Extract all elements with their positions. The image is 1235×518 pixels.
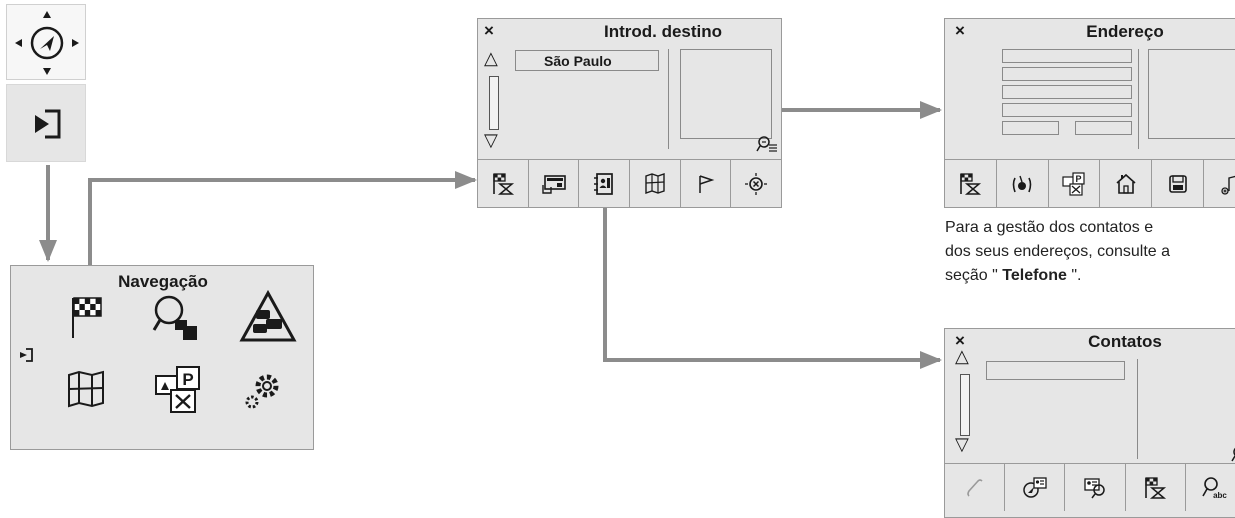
contact-navigate-icon [1023,476,1047,498]
search-abc-icon: abc [1202,476,1228,500]
screen-title: Introd. destino [603,22,723,41]
note-line: Para a gestão dos contatos e [945,219,1154,236]
scroll-down-icon[interactable]: ▽ [484,130,498,150]
note-bold-text: Telefone [1002,267,1067,284]
joystick-control[interactable] [6,4,86,80]
enter-button[interactable] [6,84,86,162]
address-field[interactable] [1002,121,1059,135]
svg-text:abc: abc [1214,491,1228,500]
poi-categories-icon: P [1062,171,1085,196]
arrow-nav-to-destination [88,171,477,300]
destination-toolbar [478,159,781,207]
contact-search-icon [1084,477,1105,498]
home-icon [1116,173,1136,194]
toolbar-button[interactable] [681,160,732,207]
poi-categories-icon[interactable]: P [153,364,205,416]
close-button[interactable]: × [955,21,965,40]
traffic-warning-icon[interactable] [239,290,297,344]
scroll-up-icon[interactable]: △ [484,48,498,68]
contact-search-field[interactable] [986,361,1125,380]
address-field[interactable] [1075,121,1132,135]
note-text: seção " [945,267,1003,284]
contacts-note: Para a gestão dos contatos e dos seus en… [945,216,1235,288]
toolbar-button[interactable] [1204,160,1235,207]
divider [1138,49,1139,149]
toolbar-button[interactable] [1005,464,1066,511]
note-line: seção " Telefone ". [945,264,1235,288]
note-text: ". [1066,267,1082,284]
address-card-icon [541,174,566,194]
save-disk-icon [1168,174,1187,193]
scroll-down-icon[interactable]: ▽ [955,434,969,454]
note-line: dos seus endereços, consulte a [945,243,1171,260]
toolbar-button[interactable] [945,160,997,207]
toolbar-button[interactable] [1100,160,1153,207]
toolbar-button[interactable] [997,160,1049,207]
scrollbar[interactable] [489,76,499,130]
contacts-screen: × Contatos △ ▽ abc [944,328,1235,518]
flag-hourglass-icon [493,172,514,195]
toolbar-button[interactable] [579,160,631,207]
checkered-flag-icon[interactable] [69,294,105,340]
toolbar-button[interactable] [1152,160,1205,207]
close-button[interactable]: × [484,21,494,40]
toolbar-button[interactable] [630,160,681,207]
screen-title: Endereço [1086,22,1164,41]
enter-icon [35,109,61,139]
phone-handset-icon [966,478,983,497]
city-field[interactable]: São Paulo [515,50,659,71]
address-field[interactable] [1002,103,1132,117]
scrollbar[interactable] [960,374,970,436]
divider [1137,359,1138,459]
target-position-icon [745,172,768,195]
gps-coordinates-icon [1012,175,1032,192]
address-screen: × Endereço P [944,18,1235,208]
settings-gear-icon[interactable] [243,370,283,412]
flag-outline-icon [698,174,714,193]
preview-box [1148,49,1235,139]
flag-hourglass-icon [1145,476,1167,499]
address-field[interactable] [1002,49,1132,63]
address-field[interactable] [1002,67,1132,81]
toolbar-button[interactable] [1126,464,1186,511]
arrow-destination-to-contacts [603,180,942,369]
zoom-list-icon[interactable] [756,135,778,153]
map-icon[interactable] [65,369,107,409]
toolbar-button[interactable] [1065,464,1126,511]
close-button[interactable]: × [955,331,965,350]
destination-screen: × Introd. destino △ ▽ São Paulo [477,18,782,208]
toolbar-button[interactable] [945,464,1006,511]
toolbar-button[interactable] [731,160,781,207]
divider [668,49,669,149]
address-field[interactable] [1002,85,1132,99]
toolbar-button[interactable]: abc [1186,464,1235,511]
toolbar-button[interactable] [478,160,529,207]
map-select-icon [645,172,665,194]
toolbar-button[interactable] [529,160,580,207]
zoom-icon[interactable] [1231,445,1235,463]
back-exit-icon[interactable] [17,346,35,364]
navigation-menu: Navegação P [10,265,314,450]
address-toolbar: P [945,159,1235,207]
page-title: Navegação [118,272,208,291]
svg-text:P: P [1076,174,1082,184]
city-value: São Paulo [544,53,612,69]
screen-title: Contatos [1088,332,1162,351]
toolbar-button[interactable]: P [1049,160,1101,207]
flag-hourglass-icon [960,172,982,195]
contacts-book-icon [594,172,614,195]
navigation-joystick-icon [15,11,79,75]
contacts-toolbar: abc [945,463,1235,511]
scroll-up-icon[interactable]: △ [955,346,969,366]
add-note-icon [1220,175,1235,195]
search-poi-icon[interactable] [151,292,203,344]
preview-box [680,49,772,139]
svg-text:P: P [182,370,193,389]
